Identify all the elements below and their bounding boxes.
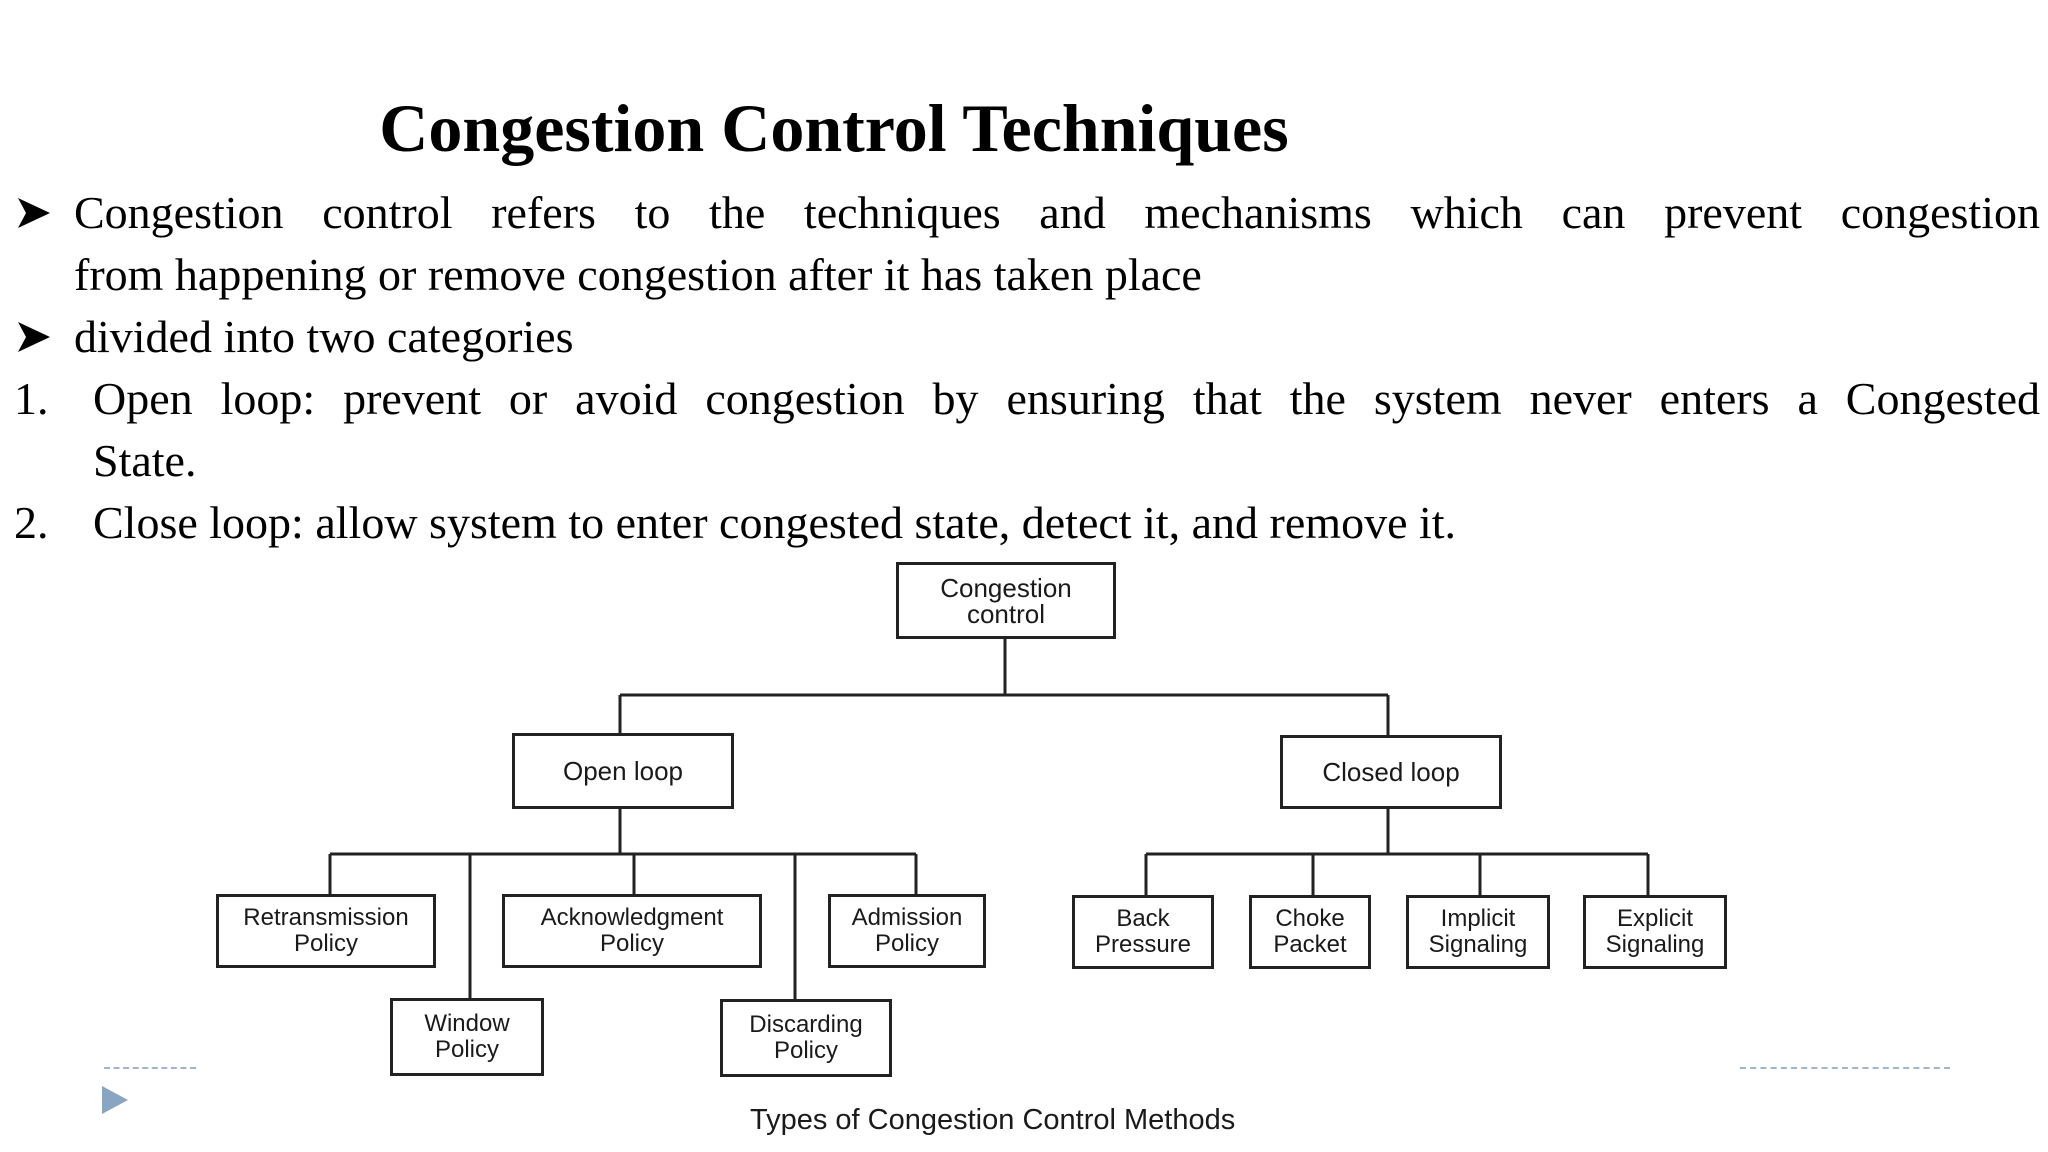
bullet-categories: divided into two categories: [74, 306, 2040, 368]
node-explicit-signaling: Explicit Signaling: [1583, 895, 1727, 969]
node-open-loop: Open loop: [512, 733, 734, 809]
node-retransmission-policy: Retransmission Policy: [216, 894, 436, 968]
close-loop-definition: Close loop: allow system to enter conges…: [93, 492, 2040, 554]
node-admission-policy: Admission Policy: [828, 894, 986, 968]
bullet-arrow-icon: [14, 306, 54, 368]
play-triangle-icon[interactable]: [100, 1084, 130, 1121]
bullet-line: from happening or remove congestion afte…: [74, 249, 1202, 300]
congestion-control-tree-diagram: Congestion control Open loop Closed loop…: [200, 558, 1760, 1148]
node-choke-packet: Choke Packet: [1249, 895, 1371, 969]
node-implicit-signaling: Implicit Signaling: [1406, 895, 1550, 969]
list-line: Open loop: prevent or avoid congestion b…: [93, 373, 2040, 424]
bullet-line: Congestion control refers to the techniq…: [74, 187, 2040, 238]
node-closed-loop: Closed loop: [1280, 735, 1502, 809]
list-line: State.: [93, 435, 197, 486]
footer-divider-right: [1740, 1067, 1950, 1069]
node-window-policy: Window Policy: [390, 998, 544, 1076]
diagram-caption: Types of Congestion Control Methods: [750, 1104, 1236, 1136]
node-congestion-control: Congestion control: [896, 562, 1116, 639]
list-number: 2.: [14, 497, 49, 548]
bullet-line: divided into two categories: [74, 311, 574, 362]
footer-divider-left: [104, 1067, 196, 1069]
list-line: Close loop: allow system to enter conges…: [93, 497, 1457, 548]
bullet-congestion-definition: Congestion control refers to the techniq…: [74, 182, 2040, 306]
node-discarding-policy: Discarding Policy: [720, 999, 892, 1077]
bullet-arrow-icon: [14, 182, 54, 244]
list-number: 1.: [14, 373, 49, 424]
tree-connectors: [328, 637, 1650, 1001]
open-loop-definition: Open loop: prevent or avoid congestion b…: [93, 368, 2040, 492]
slide-title: Congestion Control Techniques: [379, 90, 1289, 166]
node-acknowledgment-policy: Acknowledgment Policy: [502, 894, 762, 968]
node-back-pressure: Back Pressure: [1072, 895, 1214, 969]
